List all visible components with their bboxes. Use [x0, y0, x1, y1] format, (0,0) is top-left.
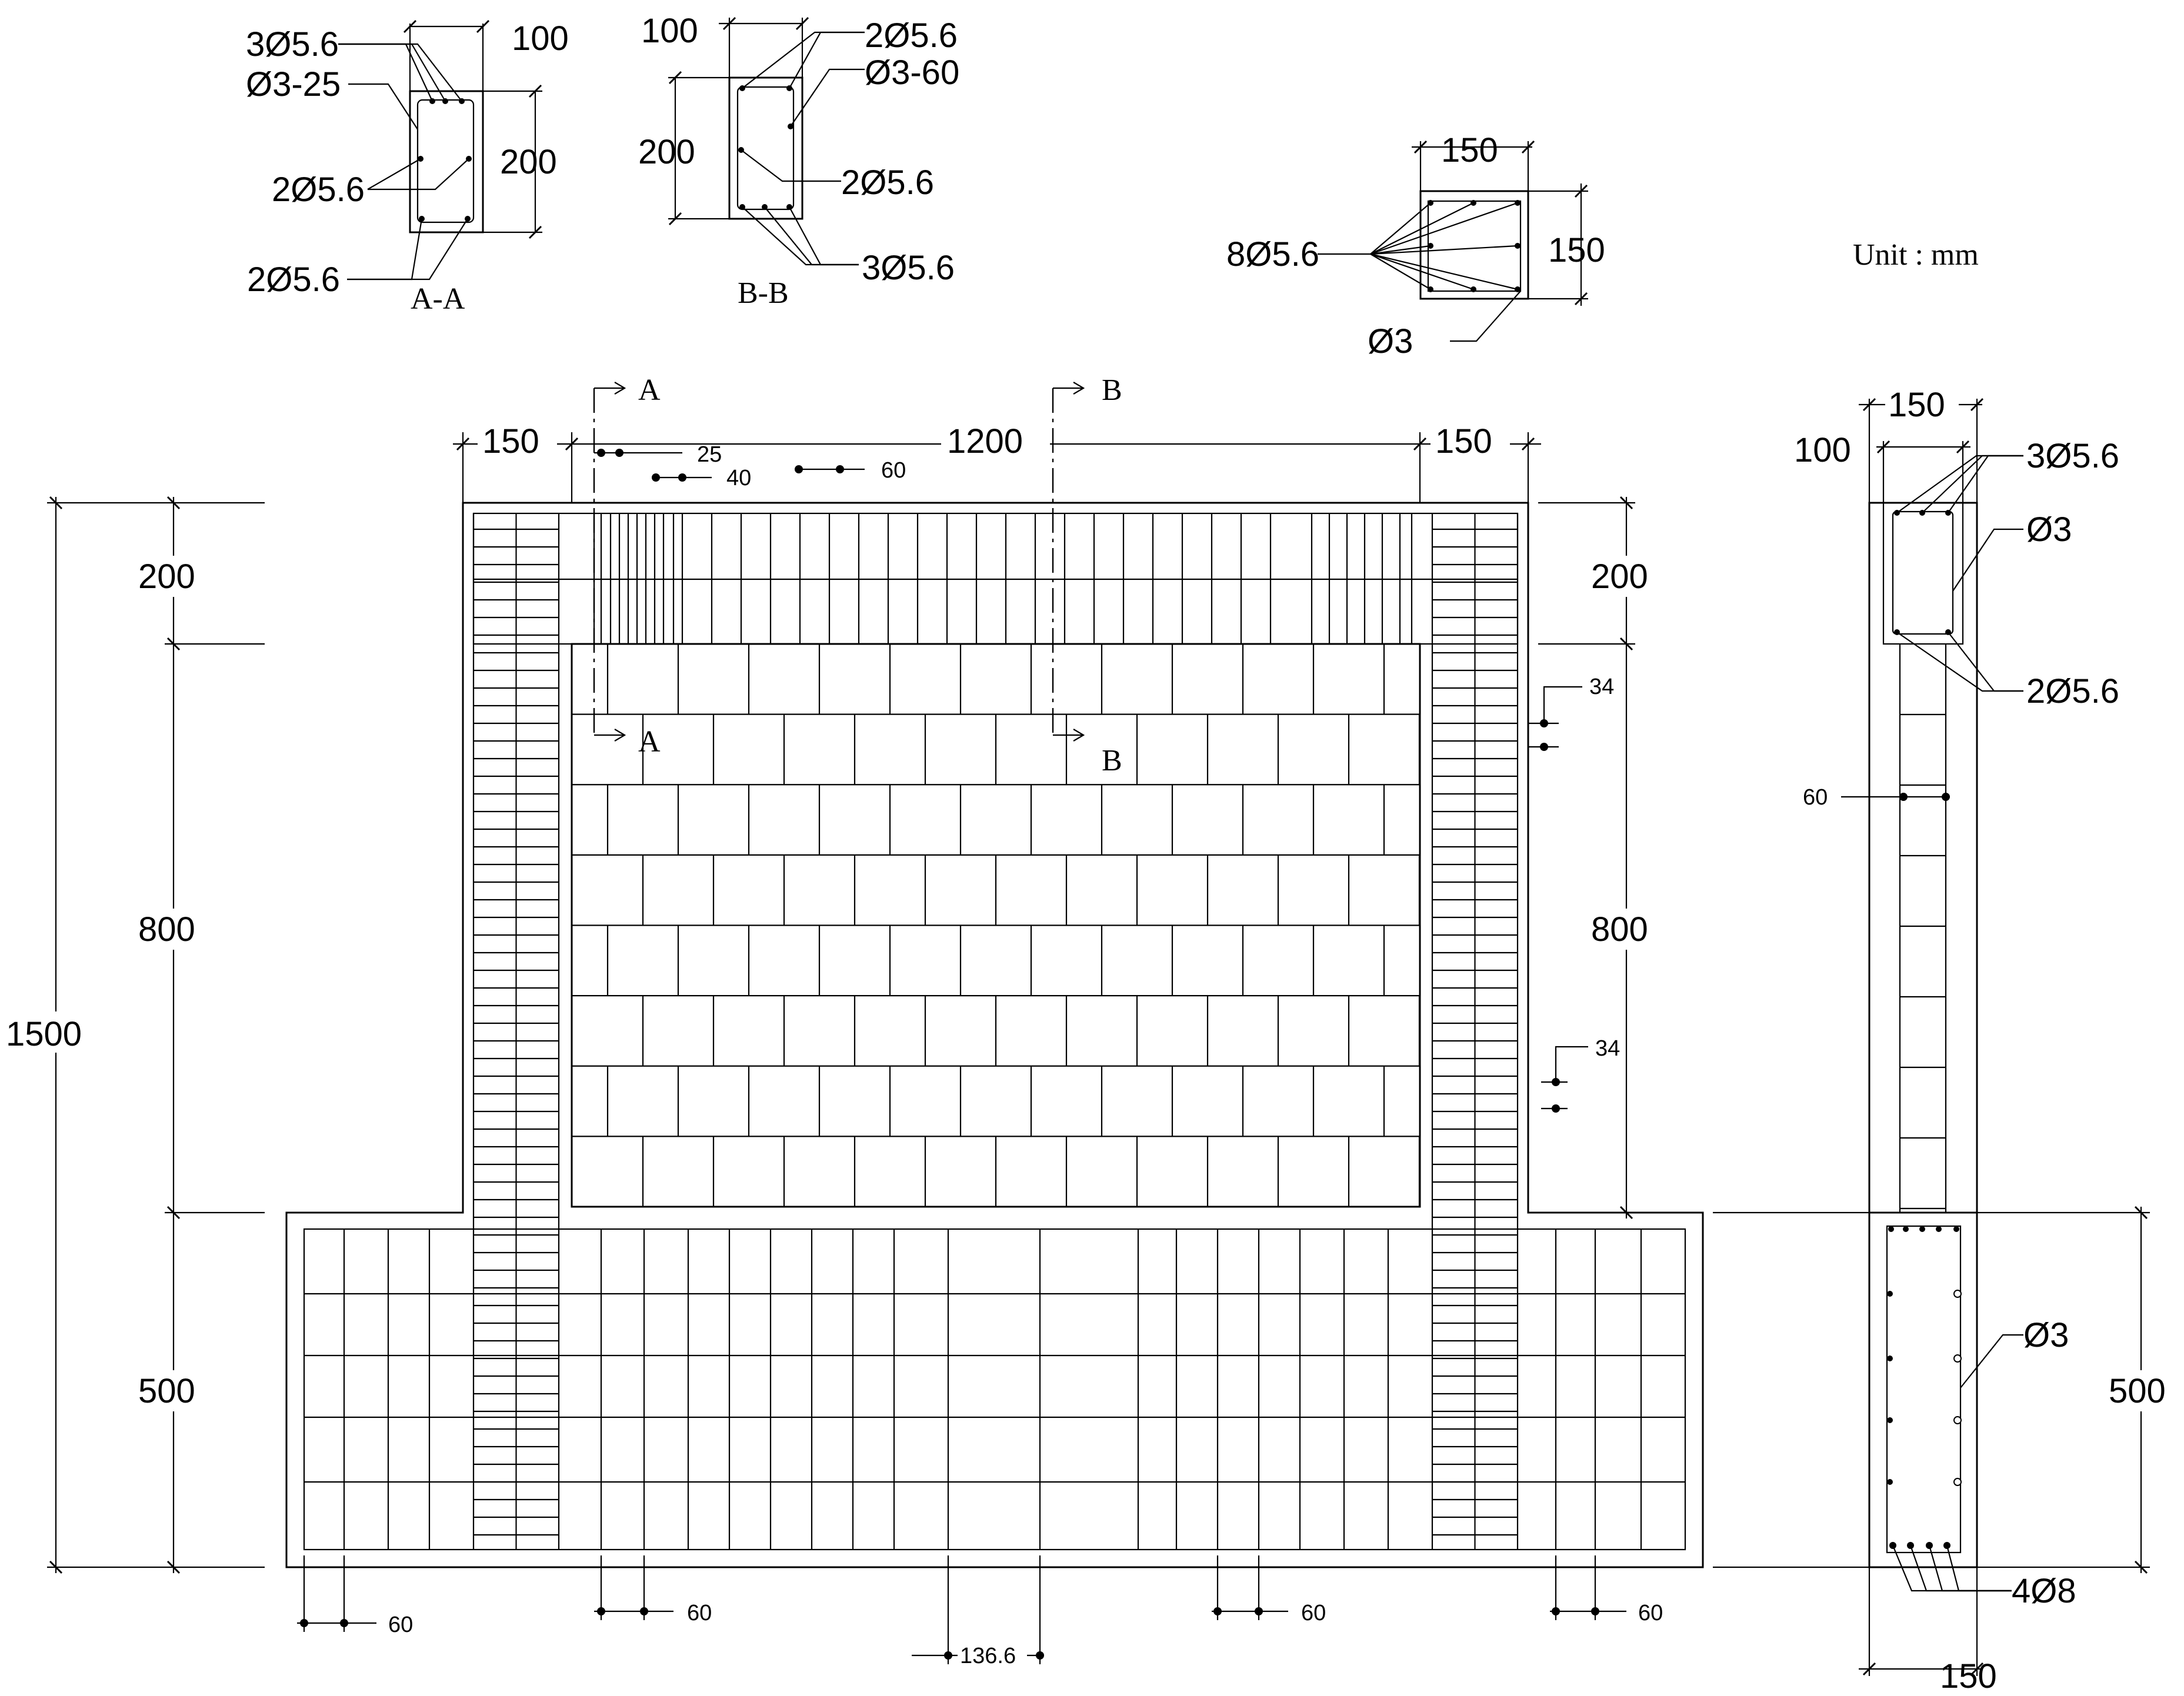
column-bars: 8Ø5.6	[1226, 235, 1319, 273]
bottom-spacing-3: 136.6	[960, 1644, 1016, 1668]
aa-height-label: 200	[500, 143, 557, 181]
aa-stirrups: Ø3-25	[246, 65, 341, 104]
column-width-label: 150	[1441, 131, 1498, 169]
aa-top-bars: 3Ø5.6	[246, 25, 339, 64]
unit-note: Unit : mm	[1853, 238, 1979, 272]
right-dimensions: 200 800 34 34	[1528, 496, 1662, 1220]
bb-bottom-bars: 3Ø5.6	[862, 249, 955, 287]
column-left	[472, 513, 560, 1550]
right-dim-wall: 800	[1591, 910, 1648, 949]
bb-top-bars: 2Ø5.6	[865, 16, 958, 55]
column-ties: Ø3	[1368, 322, 1413, 360]
front-elevation	[285, 502, 1704, 1568]
mortar-34-lower: 34	[1595, 1036, 1620, 1061]
bottom-spacing-2: 60	[687, 1601, 712, 1625]
cut-a-bottom-label: A	[638, 725, 661, 759]
side-spacing: 60	[1803, 785, 1828, 810]
bottom-spacing-4: 60	[1301, 1601, 1326, 1625]
bb-title: B-B	[738, 276, 789, 310]
cut-b-bottom-label: B	[1102, 744, 1122, 777]
cut-a-top-label: A	[638, 373, 661, 407]
column-right	[1431, 513, 1519, 1550]
side-beam-width: 100	[1794, 431, 1851, 469]
bb-stirrups: Ø3-60	[865, 54, 959, 92]
side-base-bars: 4Ø8	[2012, 1572, 2076, 1610]
bb-side-bars: 2Ø5.6	[841, 163, 934, 202]
section-cut-a: A A	[593, 373, 661, 759]
side-beam-stirrup: Ø3	[2026, 510, 2072, 549]
aa-side-bars: 2Ø5.6	[272, 171, 365, 209]
section-cut-b: B B	[1052, 373, 1122, 777]
top-dim-right: 150	[1435, 422, 1492, 460]
left-dim-wall: 800	[138, 910, 195, 949]
side-width-top: 150	[1888, 386, 1945, 424]
side-bottom-bars: 2Ø5.6	[2026, 672, 2119, 710]
side-view: 150 100 3Ø5.6 Ø3 2Ø5.6 60 Ø3 500 4Ø8	[1713, 385, 2179, 1695]
aa-title: A-A	[411, 282, 465, 316]
section-a-a: 100 200 3Ø5.6 Ø3-25 2Ø5.6 2Ø5.6 A-A	[246, 19, 569, 316]
section-b-b: 100 200 2Ø5.6 Ø3-60 2Ø5.6 3Ø5.6 B-B	[638, 12, 959, 310]
column-section: 150 150 8Ø5.6 Ø3	[1226, 131, 1605, 360]
right-dim-beam: 200	[1591, 557, 1648, 596]
top-dim-middle: 1200	[947, 422, 1023, 460]
bottom-spacing-1: 60	[388, 1612, 413, 1637]
base-grid	[304, 1229, 1685, 1550]
bb-width-label: 100	[641, 12, 698, 50]
left-dim-base: 500	[138, 1372, 195, 1410]
bottom-spacings: 60 60 136.6 60 60	[297, 1555, 1663, 1669]
bottom-spacing-5: 60	[1638, 1601, 1663, 1625]
beam-stirrups	[593, 513, 1413, 644]
top-dimensions: 150 1200 150 25 40 60	[453, 420, 1541, 503]
side-top-bars: 3Ø5.6	[2026, 437, 2119, 475]
spacing-25-label: 25	[697, 442, 722, 467]
side-base-stirrup: Ø3	[2023, 1316, 2069, 1354]
aa-width-label: 100	[512, 19, 569, 58]
bb-height-label: 200	[638, 133, 695, 171]
spacing-40-label: 40	[726, 466, 751, 490]
column-height-label: 150	[1548, 231, 1605, 269]
left-dim-beam: 200	[138, 557, 195, 596]
side-width-bottom: 150	[1940, 1657, 1997, 1695]
left-dimensions: 1500 200 800 500	[6, 496, 265, 1574]
cut-b-top-label: B	[1102, 373, 1122, 407]
top-dim-left: 150	[482, 422, 539, 460]
mortar-34-upper: 34	[1589, 675, 1614, 699]
masonry-infill	[572, 644, 1421, 1207]
spacing-60-label: 60	[881, 458, 906, 483]
aa-bottom-bars: 2Ø5.6	[247, 261, 340, 299]
side-base-height: 500	[2109, 1372, 2166, 1410]
total-height-label: 1500	[6, 1015, 82, 1053]
